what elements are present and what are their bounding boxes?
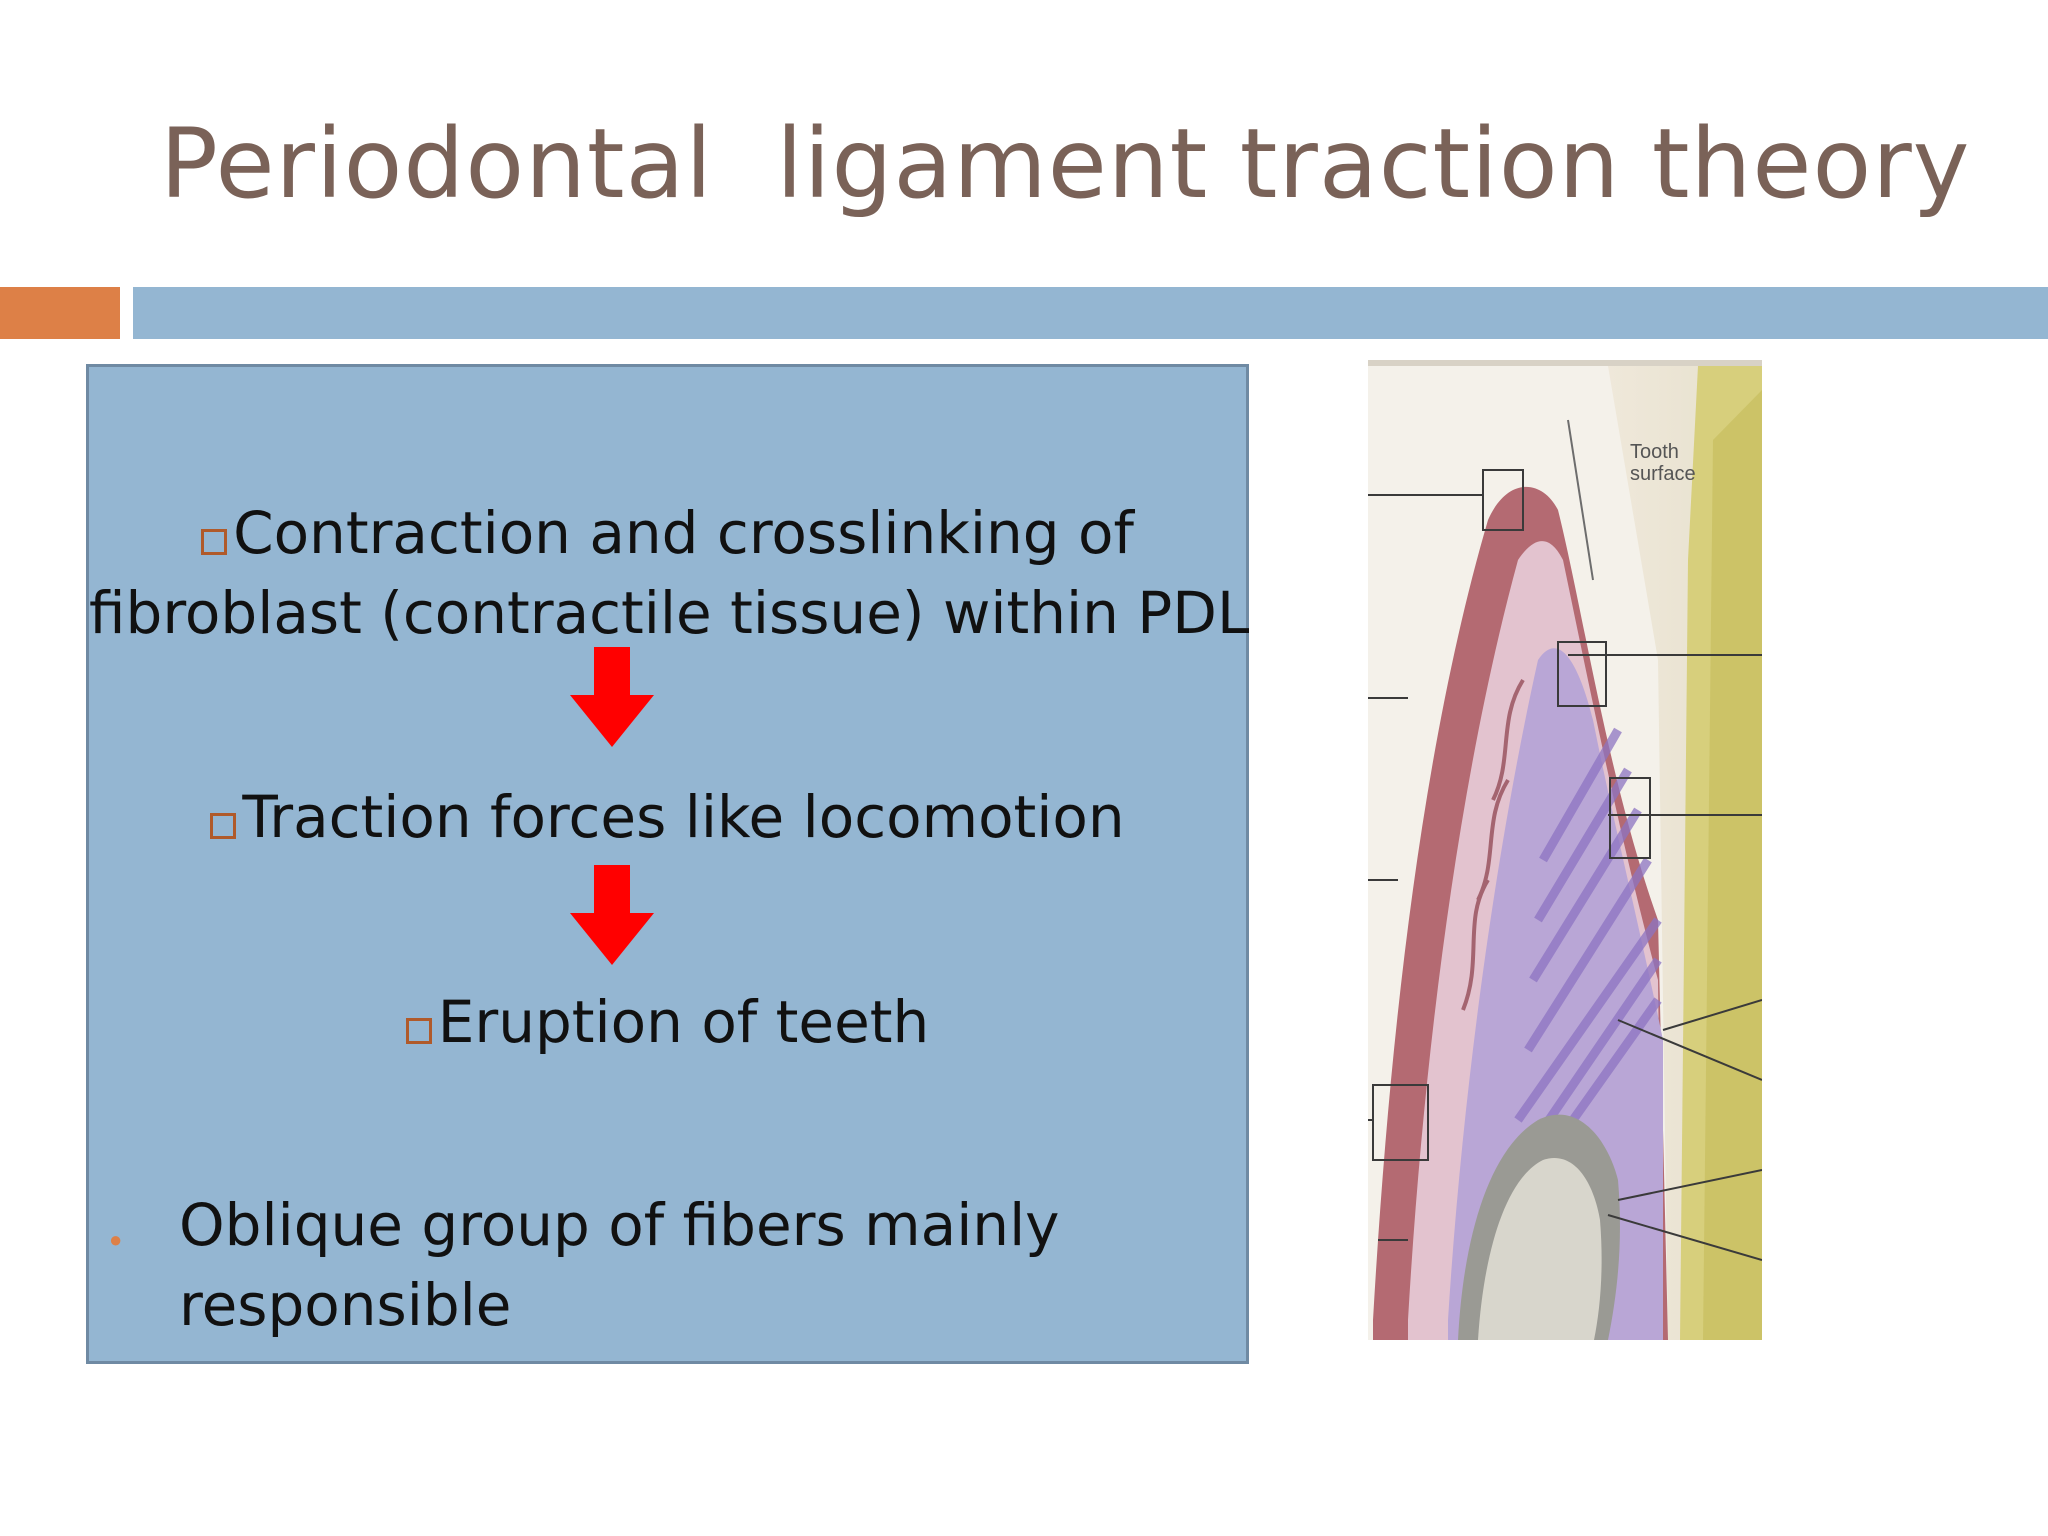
checkbox-icon [210,813,237,839]
step1-line2: fibroblast (contractile tissue) within P… [89,579,1250,647]
slide-title: Periodontal ligament traction theory [160,108,1971,220]
step1-line1: Contraction and crosslinking of [89,493,1246,573]
periodontal-ligament-illustration: Tooth surface [1368,360,1762,1340]
bullet-text: Oblique group of fibers mainly responsib… [179,1191,1060,1339]
checkbox-icon [201,529,228,555]
accent-bar [0,287,120,339]
tooth-label-line1: Tooth [1630,441,1679,463]
arrow-down-icon [570,865,654,965]
bullet-dot-icon: ● [109,1227,123,1252]
title-underline-band [133,287,2048,339]
step3-line: Eruption of teeth [89,982,1246,1062]
content-textbox: Contraction and crosslinking of fibrobla… [86,364,1249,1364]
arrow-down-icon [570,647,654,747]
checkbox-icon [405,1018,432,1044]
tooth-label-line2: surface [1630,463,1696,485]
step2-line: Traction forces like locomotion [89,777,1246,857]
